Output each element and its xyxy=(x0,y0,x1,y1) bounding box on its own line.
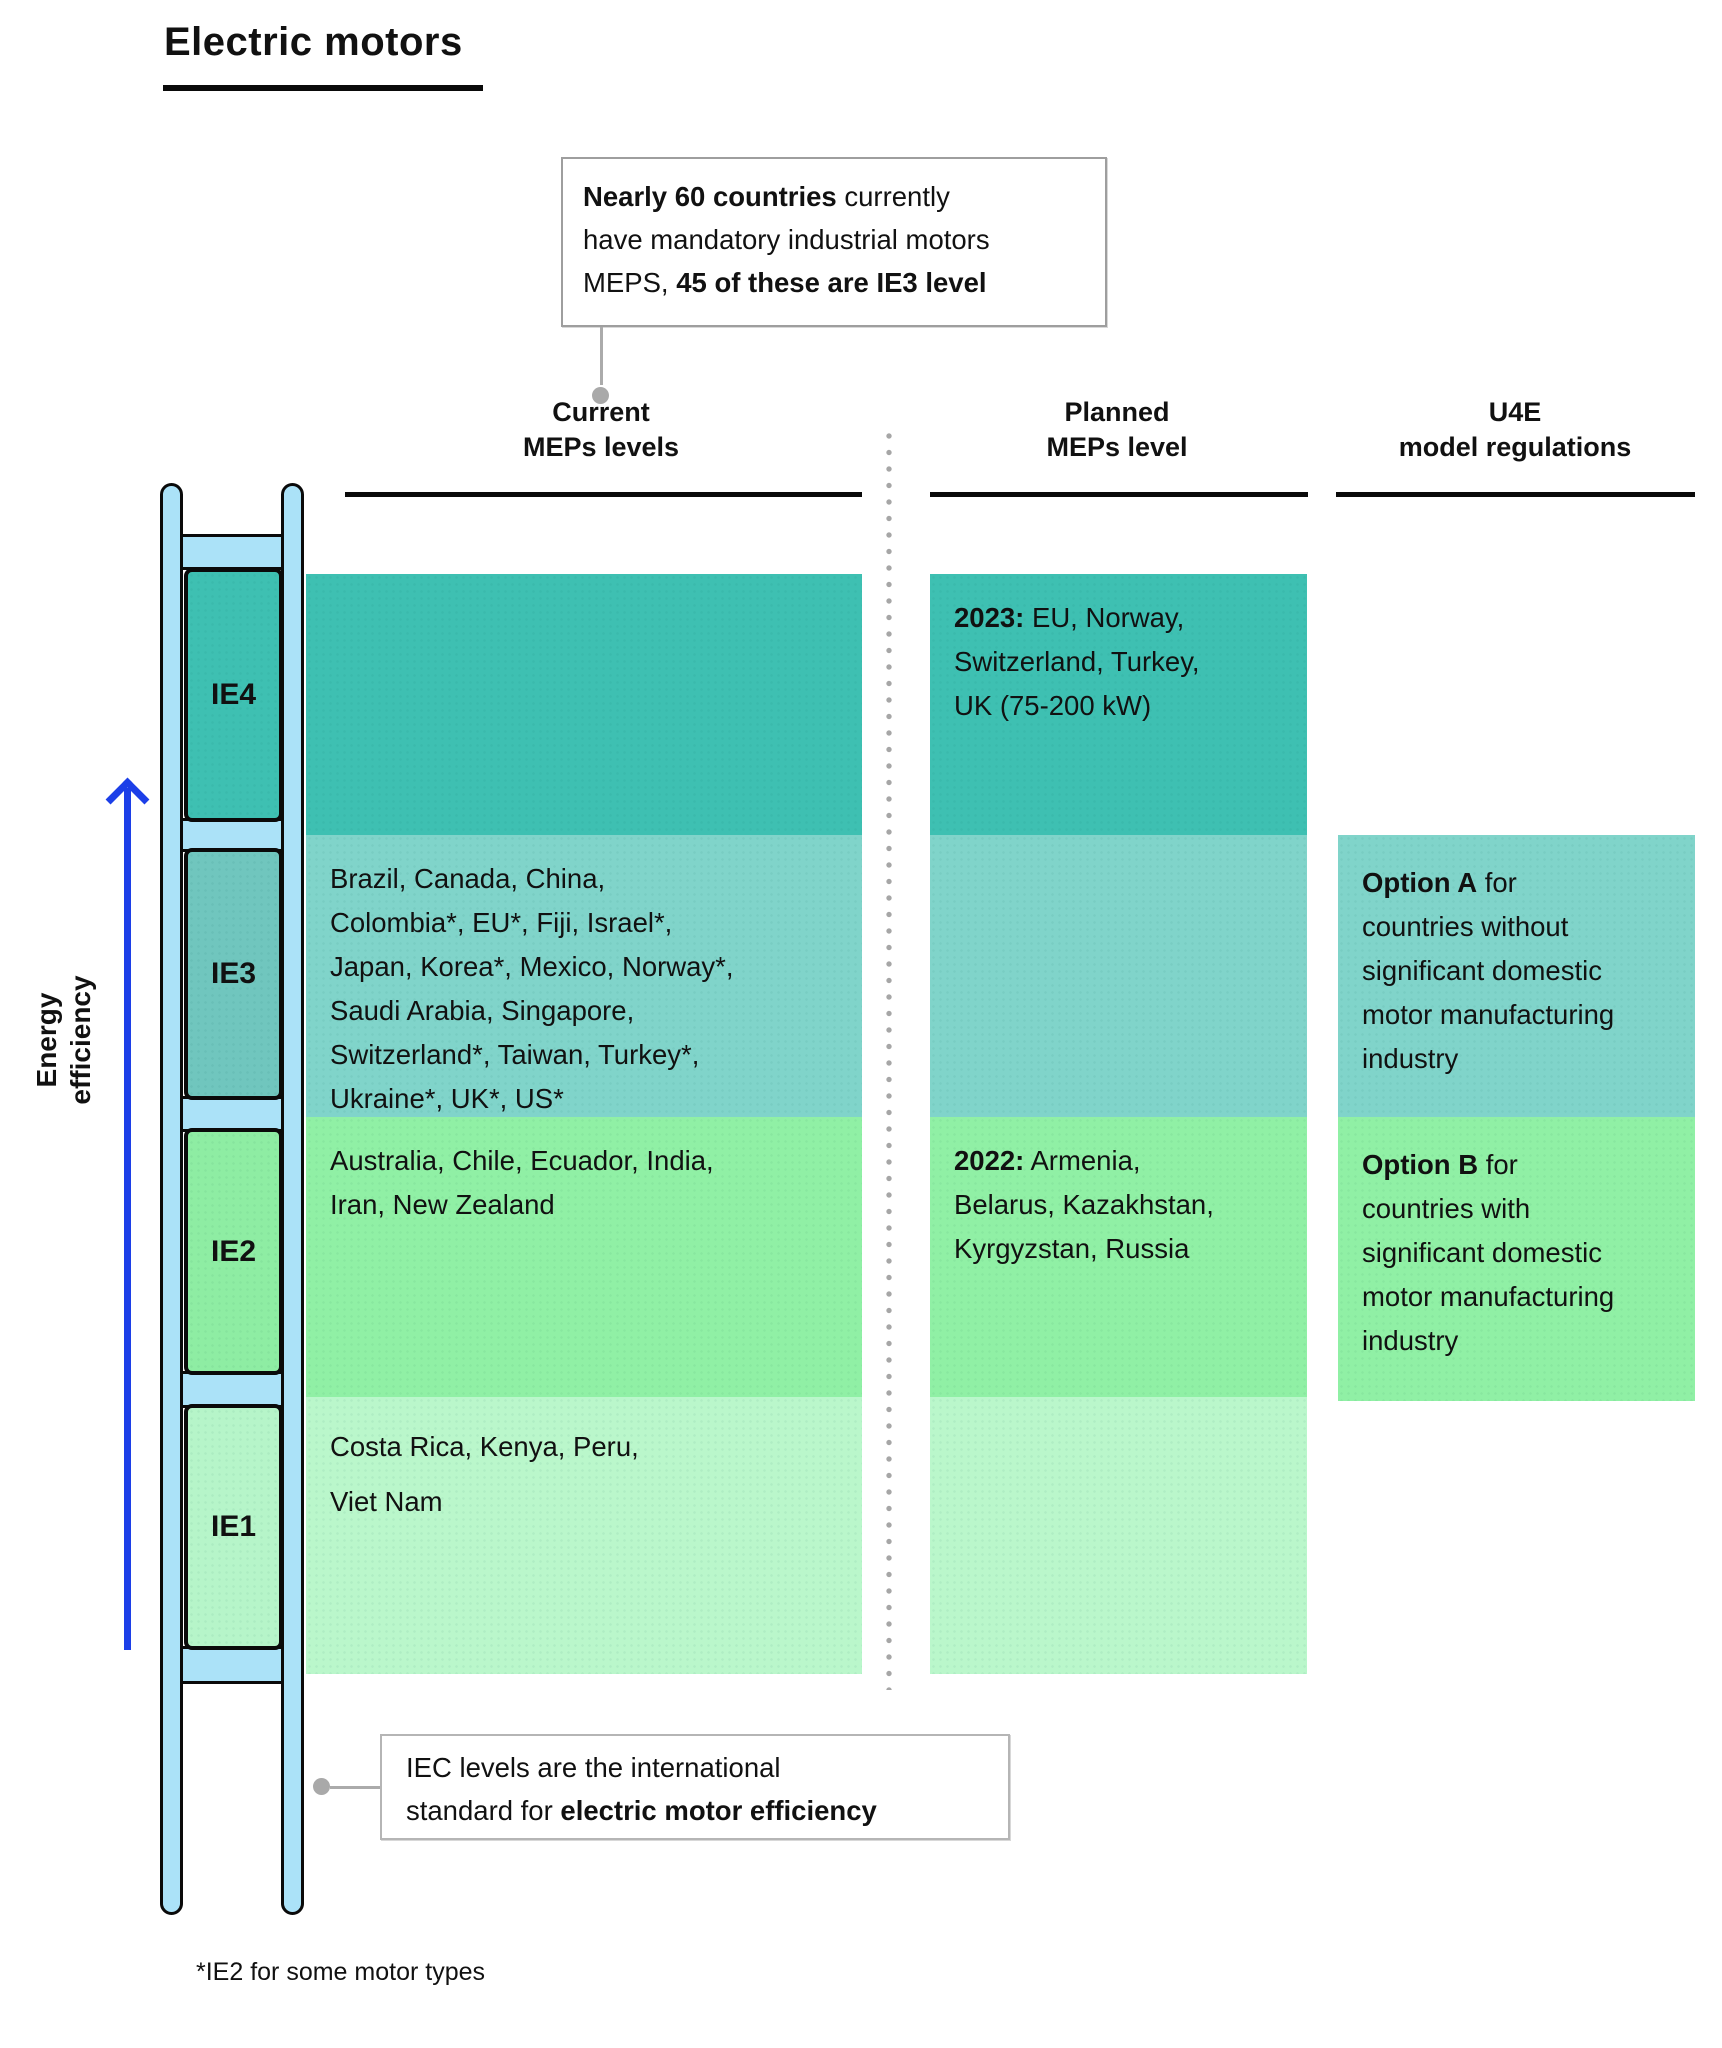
column-header-line: model regulations xyxy=(1398,432,1632,462)
band-current-ie1: Costa Rica, Kenya, Peru,Viet Nam xyxy=(306,1397,862,1674)
top-callout-connector-line xyxy=(600,327,603,385)
ladder-rung xyxy=(181,1096,282,1132)
axis-label-line: efficiency xyxy=(65,975,96,1105)
header-rule-planned xyxy=(930,492,1308,497)
ladder-level-box-ie1: IE1 xyxy=(184,1404,283,1650)
ladder-level-box-ie4: IE4 xyxy=(184,568,283,822)
column-header-line: MEPs levels xyxy=(522,432,680,462)
ie-level-label: IE1 xyxy=(210,1510,257,1543)
footnote: *IE2 for some motor types xyxy=(196,1958,486,1986)
ladder-right-rail xyxy=(281,483,304,1915)
energy-efficiency-arrow xyxy=(124,788,131,1650)
band-current-ie4 xyxy=(306,574,862,835)
column-header-line: Planned xyxy=(1064,397,1170,427)
column-header-current-meps: Current MEPs levels xyxy=(451,395,751,465)
band-current-ie3: Brazil, Canada, China,Colombia*, EU*, Fi… xyxy=(306,835,862,1117)
ie-level-label: IE3 xyxy=(210,957,257,990)
column-header-u4e-model-regulations: U4E model regulations xyxy=(1365,395,1665,465)
page-title: Electric motors xyxy=(164,20,463,64)
ie-level-label: IE4 xyxy=(210,678,257,711)
ladder-rung xyxy=(181,1646,282,1684)
top-callout-connector-dot xyxy=(592,387,609,404)
ladder-rung xyxy=(181,534,282,570)
energy-efficiency-axis-label: Energy efficiency xyxy=(24,924,104,1156)
band-planned-ie3 xyxy=(930,835,1307,1117)
column-header-planned-meps: Planned MEPs level xyxy=(967,395,1267,465)
dotted-divider-line xyxy=(886,430,892,1690)
header-rule-current xyxy=(345,492,862,497)
ladder-rung xyxy=(181,1371,282,1408)
band-planned-ie1 xyxy=(930,1397,1307,1674)
band-planned-ie4: 2023: EU, Norway,Switzerland, Turkey,UK … xyxy=(930,574,1307,835)
bottom-callout-connector-dot xyxy=(313,1778,330,1795)
column-header-line: MEPs level xyxy=(1046,432,1188,462)
ladder-level-box-ie2: IE2 xyxy=(184,1128,283,1375)
bottom-callout-connector-line xyxy=(330,1786,380,1789)
axis-label-line: Energy xyxy=(31,992,62,1088)
column-header-line: Current xyxy=(552,397,650,427)
band-planned-ie2: 2022: Armenia,Belarus, Kazakhstan,Kyrgyz… xyxy=(930,1117,1307,1397)
ladder-left-rail xyxy=(160,483,183,1915)
title-underline xyxy=(163,85,483,91)
ladder-rung xyxy=(181,818,282,852)
band-current-ie2: Australia, Chile, Ecuador, India,Iran, N… xyxy=(306,1117,862,1397)
header-rule-u4e xyxy=(1336,492,1695,497)
ladder-level-box-ie3: IE3 xyxy=(184,848,283,1100)
arrow-up-icon xyxy=(105,777,150,822)
ie-level-label: IE2 xyxy=(210,1234,257,1268)
column-header-line: U4E xyxy=(1488,397,1542,427)
